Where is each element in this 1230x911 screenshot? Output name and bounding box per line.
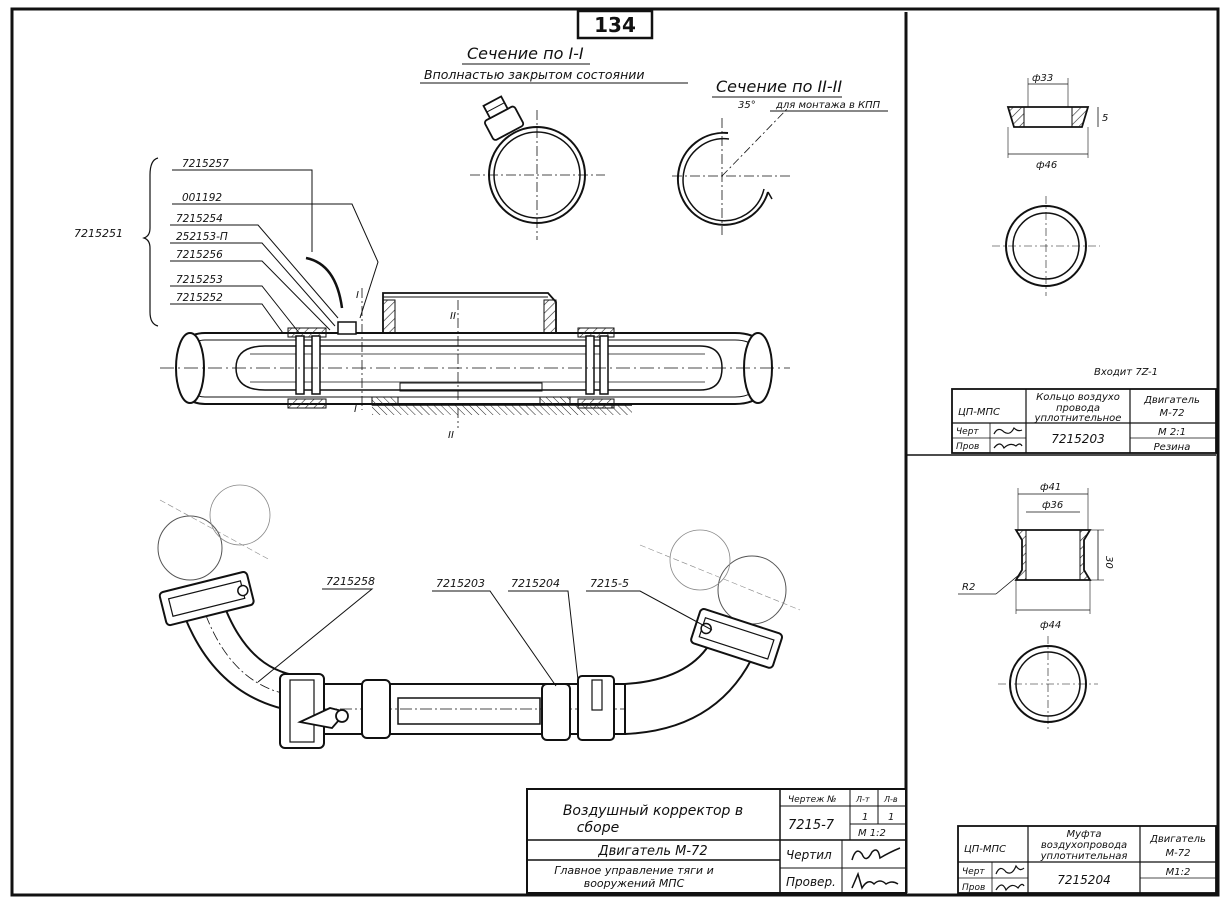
ring-name-1: Кольцо воздухо — [1036, 392, 1120, 403]
main-drawing-no: 7215-7 — [788, 818, 835, 833]
section-2-angle: 35° — [738, 100, 756, 111]
coupling-dim-bottom: ф44 — [1040, 620, 1061, 631]
section-2-split-ring — [672, 118, 790, 235]
ring-product-1: Двигатель — [1143, 395, 1200, 406]
ring-checked: Пров — [956, 442, 979, 452]
coupling-name-2: воздухопровода — [1041, 840, 1127, 851]
coupling-product-2: М-72 — [1166, 848, 1191, 859]
ring-scale: М 2:1 — [1158, 427, 1186, 438]
ring-detail: ф33 5 ф46 Входит 7Z-1 ЦП-МПС Кольцо возд… — [951, 73, 1217, 454]
main-drawn-label: Чертил — [786, 848, 832, 862]
coupling-checked-signature — [995, 883, 1025, 892]
lower-callout-2: 7215204 — [511, 577, 560, 590]
coupling-detail: ф41 ф36 30 R2 ф44 ЦП-МПС Муфта возду — [957, 482, 1217, 894]
left-end-clamp — [158, 571, 255, 627]
coupling-name-3: уплотнительная — [1040, 851, 1128, 862]
part-label-1: 001192 — [182, 192, 222, 204]
coupling-product-1: Двигатель — [1149, 834, 1206, 845]
ring-dim-side: 5 — [1102, 113, 1108, 124]
coupling-checked: Пров — [962, 883, 985, 893]
ring-checked-signature — [993, 443, 1023, 450]
main-sheet: 1 — [862, 812, 868, 823]
part-leaders — [170, 169, 379, 341]
part-label-4: 7215256 — [176, 249, 223, 261]
coupling-name-1: Муфта — [1066, 829, 1101, 840]
main-checked-signature — [851, 871, 899, 890]
main-product: Двигатель М-72 — [597, 844, 707, 859]
ring-product-2: М-72 — [1160, 408, 1185, 419]
main-sheets: 1 — [888, 812, 894, 823]
ring-number: 7215203 — [1051, 432, 1104, 446]
part-label-3: 252153-П — [176, 231, 228, 243]
main-name-line1: Воздушный корректор в — [563, 803, 743, 819]
cut-mark-1: II — [450, 311, 456, 322]
section-2-title: Сечение по II-II — [716, 77, 842, 96]
main-org-line2: вооружений МПС — [584, 877, 685, 890]
main-drawing-no-label: Чертеж № — [788, 795, 837, 805]
coupling-number: 7215204 — [1057, 873, 1110, 887]
part-label-5: 7215253 — [176, 274, 223, 286]
ring-dim-top: ф33 — [1032, 73, 1053, 84]
ring-name-2: провода — [1056, 403, 1100, 414]
main-name-line2: сборе — [577, 820, 619, 836]
part-label-6: 7215252 — [176, 292, 223, 304]
part-label-2: 7215254 — [176, 213, 223, 225]
clamp-bolt-icon — [482, 95, 525, 141]
lower-assembly: 7215258 7215203 7215204 7215-5 — [157, 484, 801, 749]
coupling-drawn: Черт — [962, 867, 985, 877]
page-number: 134 — [594, 13, 636, 37]
coupling-dim-radius: R2 — [962, 582, 975, 593]
group-label: 7215251 — [74, 227, 123, 240]
ring-material: Резина — [1154, 442, 1191, 453]
coupling-scale: М1:2 — [1166, 867, 1191, 878]
cut-mark-0: I — [356, 290, 359, 301]
ring-name-3: уплотнительное — [1034, 413, 1122, 424]
main-sheets-label: Л-в — [883, 795, 898, 804]
lower-callout-0: 7215258 — [326, 575, 375, 588]
part-label-0: 7215257 — [182, 158, 229, 170]
coupling-dim-outer-top: ф41 — [1040, 482, 1061, 493]
sheet-frame — [10, 7, 1220, 897]
main-assembly: 7215251 7215257 001192 7215254 252153-П … — [74, 157, 790, 441]
section-1-subtitle: Вполнастью закрытом состоянии — [424, 67, 645, 82]
ring-drawn: Черт — [956, 427, 979, 437]
ring-note: Входит 7Z-1 — [1094, 367, 1158, 378]
lower-leaders — [257, 588, 713, 687]
main-scale: М 1:2 — [858, 828, 886, 839]
section-1-title: Сечение по I-I — [467, 44, 584, 63]
section-2-note: для монтажа в КПП — [775, 100, 881, 111]
ring-org: ЦП-МПС — [958, 407, 1000, 418]
coupling-dim-height: 30 — [1103, 556, 1114, 569]
main-checked-label: Провер. — [786, 875, 836, 889]
cut-mark-3: II — [448, 430, 454, 441]
main-title-block: Воздушный корректор в сборе Двигатель М-… — [526, 788, 907, 894]
lower-callout-1: 7215203 — [436, 577, 485, 590]
ring-dim-bottom: ф46 — [1036, 160, 1057, 171]
ring-drawn-signature — [993, 426, 1023, 435]
coupling-drawn-signature — [995, 864, 1025, 875]
lower-callout-3: 7215-5 — [590, 577, 629, 590]
page-number-box — [576, 9, 654, 40]
coupling-dim-inner-top: ф36 — [1042, 500, 1063, 511]
main-org-line1: Главное управление тяги и — [554, 864, 713, 877]
cut-mark-2: I — [354, 404, 357, 415]
main-drawn-signature — [851, 847, 901, 861]
section-2-angle-line — [721, 107, 789, 177]
main-sheet-label: Л-т — [855, 795, 870, 804]
section-1-clamp-ring — [470, 95, 605, 240]
coupling-org: ЦП-МПС — [964, 844, 1006, 855]
right-end-clamp — [690, 608, 783, 669]
